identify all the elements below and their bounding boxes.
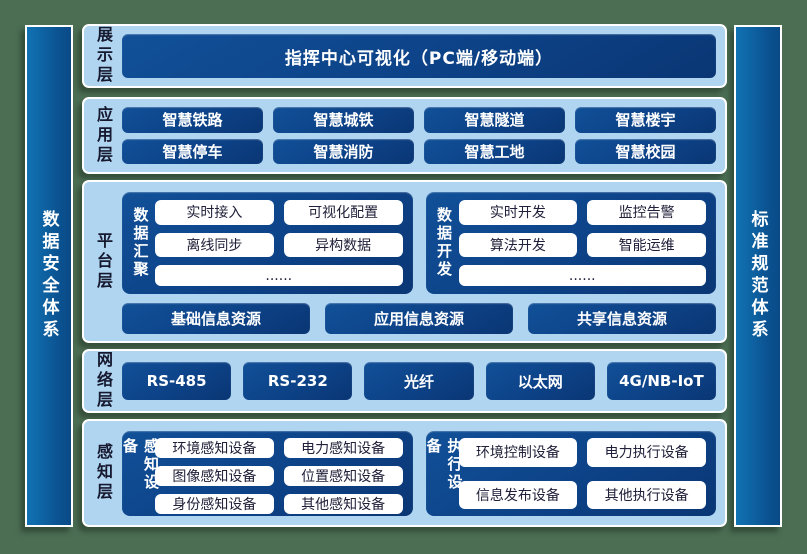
panel-data-aggregation-label-wrap: 数据汇聚 <box>127 200 155 286</box>
app-node: 智慧隧道 <box>424 107 565 133</box>
device-chip: 图像感知设备 <box>155 466 274 486</box>
layer-stack: 展示层 指挥中心可视化（PC端/移动端） 应用层 智慧铁路 智慧城铁 智慧隧道 … <box>82 24 727 527</box>
app-node: 智慧消防 <box>273 138 414 164</box>
app-node: 智慧校园 <box>575 138 716 164</box>
device-chip: 环境控制设备 <box>458 438 578 467</box>
module-chip: 可视化配置 <box>283 200 403 225</box>
application-grid: 智慧铁路 智慧城铁 智慧隧道 智慧楼宇 智慧停车 智慧消防 智慧工地 智慧校园 <box>122 99 725 172</box>
module-chip: 智能运维 <box>587 232 706 258</box>
module-chip: 算法开发 <box>458 232 578 258</box>
device-chip: 身份感知设备 <box>155 494 274 514</box>
layer-network-label-wrap: 网络层 <box>84 351 122 411</box>
network-node: 以太网 <box>485 362 595 400</box>
data-development-grid: 实时开发 监控告警 算法开发 智能运维 ...... <box>458 200 706 286</box>
device-chip: 其他感知设备 <box>283 494 403 514</box>
layer-application-label-wrap: 应用层 <box>84 99 122 172</box>
panel-data-development-label-wrap: 数据开发 <box>431 200 459 286</box>
panel-sensing-devices-label-wrap: 感知设备 <box>121 438 160 509</box>
layer-display-label: 展示层 <box>94 26 113 86</box>
module-chip: 异构数据 <box>283 232 403 258</box>
module-chip: 实时开发 <box>458 200 578 225</box>
pillar-standard-spec: 标准规范体系 <box>734 25 782 527</box>
platform-panels: 数据汇聚 实时接入 可视化配置 离线同步 异构数据 ...... 数据开发 <box>122 192 716 294</box>
panel-data-development-label: 数据开发 <box>435 207 453 279</box>
panel-data-aggregation: 数据汇聚 实时接入 可视化配置 离线同步 异构数据 ...... <box>122 192 413 294</box>
resource-node: 应用信息资源 <box>325 303 513 334</box>
network-grid: RS-485 RS-232 光纤 以太网 4G/NB-IoT <box>122 351 725 411</box>
network-node: RS-232 <box>243 362 353 400</box>
panel-execution-devices-label-wrap: 执行设备 <box>425 438 464 509</box>
resource-node: 基础信息资源 <box>122 303 310 334</box>
execution-grid: 环境控制设备 电力执行设备 信息发布设备 其他执行设备 <box>458 438 706 509</box>
network-node: RS-485 <box>122 362 232 400</box>
module-chip: 监控告警 <box>587 200 706 225</box>
resource-row: 基础信息资源 应用信息资源 共享信息资源 <box>122 303 716 334</box>
command-center-node: 指挥中心可视化（PC端/移动端） <box>122 34 716 78</box>
perception-content: 感知设备 环境感知设备 电力感知设备 图像感知设备 位置感知设备 身份感知设备 … <box>121 421 725 525</box>
app-node: 智慧城铁 <box>273 107 414 133</box>
resource-node: 共享信息资源 <box>528 303 716 334</box>
sensing-grid: 环境感知设备 电力感知设备 图像感知设备 位置感知设备 身份感知设备 其他感知设… <box>155 438 403 514</box>
app-node: 智慧铁路 <box>122 107 263 133</box>
layer-application-label: 应用层 <box>94 105 113 166</box>
layer-display-content: 指挥中心可视化（PC端/移动端） <box>122 26 725 86</box>
app-node: 智慧工地 <box>424 138 565 164</box>
layer-perception-label: 感知层 <box>94 443 113 503</box>
module-chip: 离线同步 <box>155 232 274 258</box>
module-chip-more: ...... <box>458 265 706 286</box>
layer-platform-label: 平台层 <box>94 231 113 292</box>
panel-data-development: 数据开发 实时开发 监控告警 算法开发 智能运维 ...... <box>425 192 716 294</box>
layer-display: 展示层 指挥中心可视化（PC端/移动端） <box>82 24 727 88</box>
panel-execution-devices: 执行设备 环境控制设备 电力执行设备 信息发布设备 其他执行设备 <box>425 431 716 516</box>
pillar-data-security: 数据安全体系 <box>25 25 73 527</box>
app-node: 智慧停车 <box>122 138 263 164</box>
device-chip: 电力执行设备 <box>587 438 706 467</box>
network-node: 光纤 <box>364 362 474 400</box>
layer-perception-label-wrap: 感知层 <box>84 421 122 525</box>
module-chip: 实时接入 <box>155 200 274 225</box>
panel-data-aggregation-label: 数据汇聚 <box>131 207 150 279</box>
layer-platform-label-wrap: 平台层 <box>84 182 122 341</box>
pillar-data-security-label: 数据安全体系 <box>38 210 59 342</box>
device-chip: 位置感知设备 <box>283 466 403 486</box>
module-chip-more: ...... <box>155 265 403 286</box>
layer-network: 网络层 RS-485 RS-232 光纤 以太网 4G/NB-IoT <box>82 349 727 413</box>
device-chip: 其他执行设备 <box>587 480 706 509</box>
data-aggregation-grid: 实时接入 可视化配置 离线同步 异构数据 ...... <box>155 200 403 286</box>
app-node: 智慧楼宇 <box>575 107 716 133</box>
device-chip: 环境感知设备 <box>155 438 274 458</box>
layer-display-label-wrap: 展示层 <box>84 26 122 86</box>
device-chip: 电力感知设备 <box>283 438 403 458</box>
device-chip: 信息发布设备 <box>458 480 578 509</box>
layer-application: 应用层 智慧铁路 智慧城铁 智慧隧道 智慧楼宇 智慧停车 智慧消防 智慧工地 智… <box>82 97 727 174</box>
layer-perception: 感知层 感知设备 环境感知设备 电力感知设备 图像感知设备 位置感知设备 身份感… <box>82 419 727 527</box>
panel-sensing-devices: 感知设备 环境感知设备 电力感知设备 图像感知设备 位置感知设备 身份感知设备 … <box>121 431 413 516</box>
pillar-standard-spec-label: 标准规范体系 <box>747 210 768 342</box>
network-node: 4G/NB-IoT <box>606 362 717 400</box>
layer-platform: 平台层 数据汇聚 实时接入 可视化配置 离线同步 异构数据 ...... <box>82 180 727 343</box>
layer-network-label: 网络层 <box>94 351 113 411</box>
platform-content: 数据汇聚 实时接入 可视化配置 离线同步 异构数据 ...... 数据开发 <box>122 182 725 341</box>
